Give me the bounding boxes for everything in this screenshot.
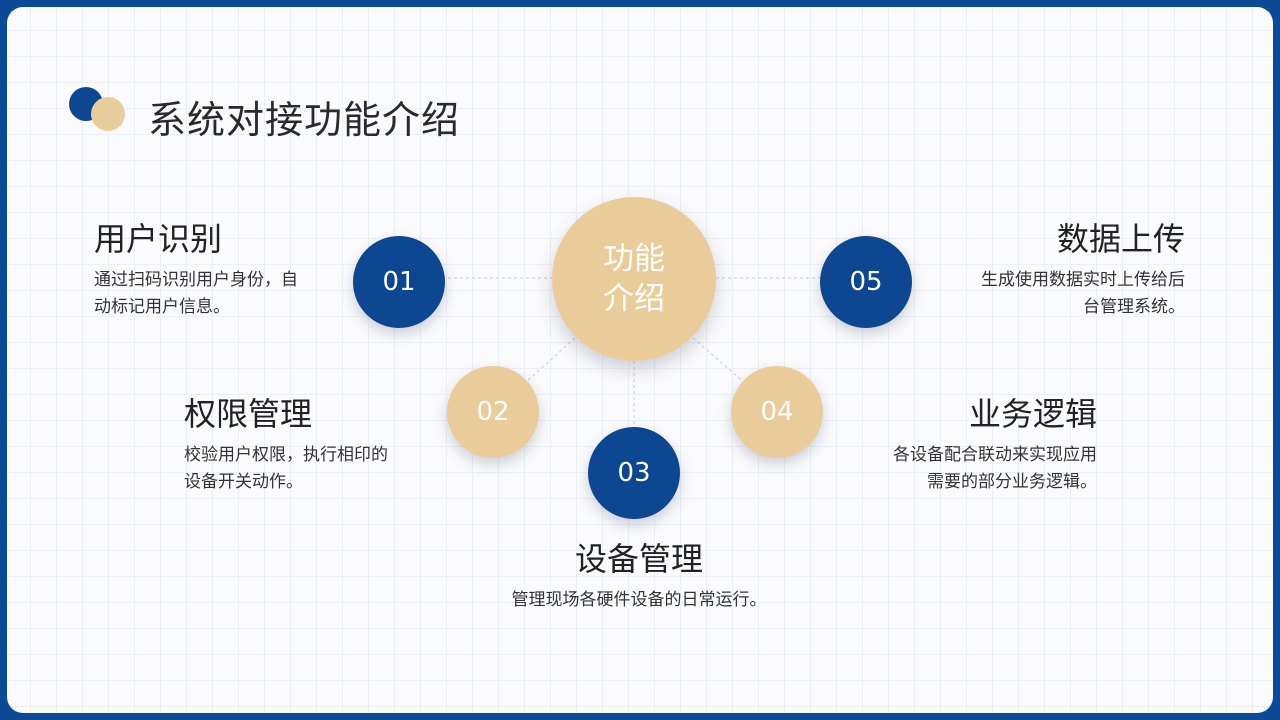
item-02-desc-line2: 设备开关动作。: [184, 472, 303, 492]
connector-02: [524, 337, 576, 384]
number-03: 03: [617, 458, 651, 488]
item-02-desc-line1: 校验用户权限，执行相印的: [184, 445, 388, 465]
item-01-description: 通过扫码识别用户身份，自 动标记用户信息。: [94, 267, 354, 321]
item-04-desc-line1: 各设备配合联动来实现应用: [893, 445, 1097, 465]
number-01: 01: [382, 267, 416, 297]
item-02-block: 权限管理 校验用户权限，执行相印的 设备开关动作。: [184, 394, 444, 496]
center-label-line1: 功能: [603, 241, 665, 277]
title-decoration-icon: [69, 87, 129, 137]
number-02: 02: [476, 397, 510, 427]
number-circle-05: 05: [820, 236, 912, 328]
number-04: 04: [760, 397, 794, 427]
item-02-description: 校验用户权限，执行相印的 设备开关动作。: [184, 442, 444, 496]
item-05-desc-line2: 台管理系统。: [1083, 297, 1185, 317]
item-02-heading: 权限管理: [184, 395, 313, 433]
item-03-heading: 设备管理: [574, 540, 703, 578]
item-04-heading: 业务逻辑: [968, 395, 1097, 433]
item-05-desc-line1: 生成使用数据实时上传给后: [981, 270, 1185, 290]
item-03-block: 设备管理 管理现场各硬件设备的日常运行。: [439, 539, 839, 614]
item-05-heading: 数据上传: [1056, 220, 1185, 258]
item-01-block: 用户识别 通过扫码识别用户身份，自 动标记用户信息。: [94, 219, 354, 321]
number-circle-04: 04: [731, 366, 823, 458]
connector-04: [692, 337, 746, 384]
item-04-desc-line2: 需要的部分业务逻辑。: [927, 472, 1097, 492]
item-05-block: 数据上传 生成使用数据实时上传给后 台管理系统。: [925, 219, 1185, 321]
page-title: 系统对接功能介绍: [148, 98, 461, 142]
item-01-desc-line2: 动标记用户信息。: [94, 297, 230, 317]
number-05: 05: [849, 267, 883, 297]
item-03-desc-line1: 管理现场各硬件设备的日常运行。: [511, 590, 767, 610]
item-04-block: 业务逻辑 各设备配合联动来实现应用 需要的部分业务逻辑。: [837, 394, 1097, 496]
center-circle: 功能 介绍: [552, 197, 716, 361]
item-01-desc-line1: 通过扫码识别用户身份，自: [94, 270, 298, 290]
number-circle-03: 03: [588, 427, 680, 519]
slide: 系统对接功能介绍 功能 介绍 01 02 03 04 05 用户识别 通过扫码识…: [7, 7, 1273, 713]
item-04-description: 各设备配合联动来实现应用 需要的部分业务逻辑。: [837, 442, 1097, 496]
gold-dot: [91, 97, 125, 131]
item-05-description: 生成使用数据实时上传给后 台管理系统。: [925, 267, 1185, 321]
number-circle-02: 02: [447, 366, 539, 458]
center-label-line2: 介绍: [603, 281, 665, 317]
connector-lines: [442, 277, 822, 427]
item-03-description: 管理现场各硬件设备的日常运行。: [439, 587, 839, 614]
item-01-heading: 用户识别: [94, 220, 223, 258]
number-circle-01: 01: [353, 236, 445, 328]
